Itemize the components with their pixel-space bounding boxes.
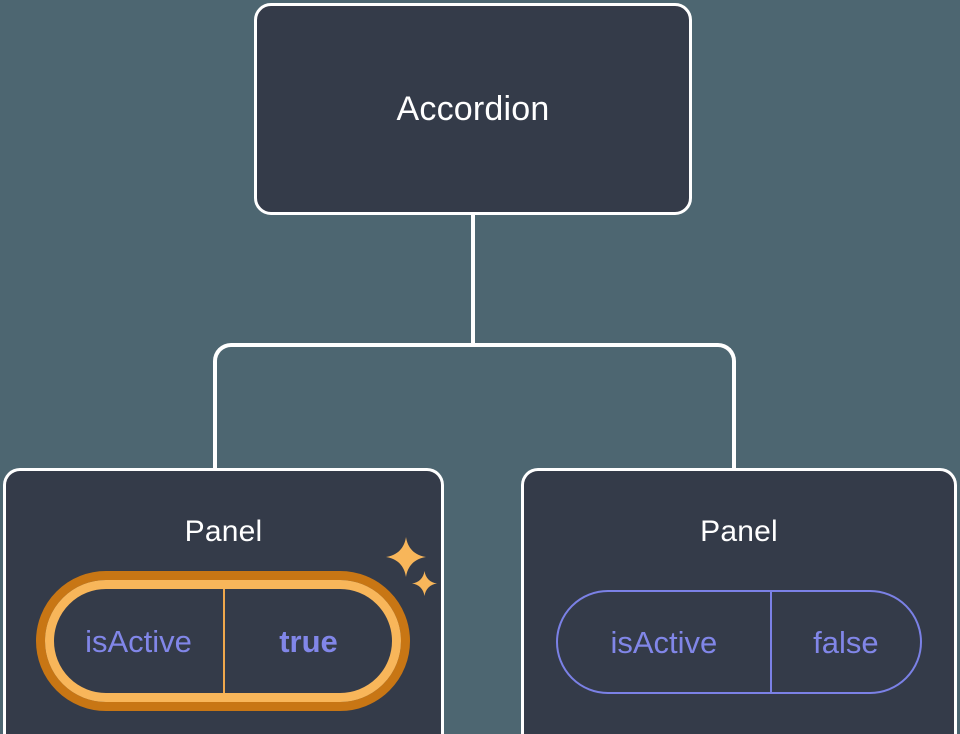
node-title: Panel <box>184 515 263 548</box>
property-key: isActive <box>610 624 718 660</box>
property-pill-isactive-false[interactable]: isActive false <box>556 590 922 694</box>
connector-root-to-branch <box>471 213 475 347</box>
node-title: Accordion <box>396 90 550 128</box>
sparkle-small-icon <box>412 571 437 596</box>
connector-branch-elbow <box>213 343 736 471</box>
property-value: true <box>223 589 392 693</box>
node-title: Panel <box>700 515 778 548</box>
sparkle-large-icon <box>386 537 426 577</box>
property-pill-inner-ring: isActive true <box>45 580 401 702</box>
property-key: isActive <box>85 623 192 659</box>
property-pill-isactive-true[interactable]: isActive true <box>36 571 410 711</box>
property-value: false <box>769 592 920 692</box>
tree-node-accordion[interactable]: Accordion <box>254 3 692 215</box>
